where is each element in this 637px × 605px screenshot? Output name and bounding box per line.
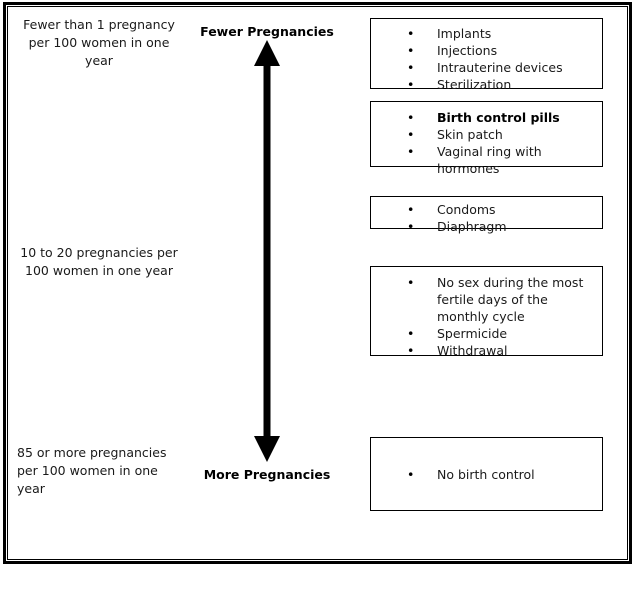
bullet-icon: • [407, 275, 415, 290]
method-list-4: • No sex during the most fertile days of … [371, 274, 602, 359]
bullet-icon: • [407, 467, 415, 482]
method-group-box-4: • No sex during the most fertile days of … [370, 266, 603, 359]
scale-label-moderately-effective: 10 to 20 pregnancies per 100 women in on… [20, 245, 178, 278]
bullet-icon: • [407, 219, 415, 234]
method-item-label: No birth control [437, 467, 535, 482]
method-list-5: • No birth control [371, 466, 602, 483]
bullet-icon: • [407, 202, 415, 217]
method-item: • No birth control [371, 466, 602, 483]
bullet-icon: • [407, 26, 415, 41]
method-item-label: Diaphragm [437, 219, 507, 234]
axis-caption-more-pregnancies: More Pregnancies [203, 467, 331, 482]
method-item-label: Intrauterine devices [437, 60, 563, 75]
bullet-icon: • [407, 60, 415, 75]
method-item-label: Injections [437, 43, 498, 58]
method-item: • Spermicide [371, 325, 602, 342]
method-item-label: Implants [437, 26, 492, 41]
method-group-box-3: • Condoms • Diaphragm [370, 196, 603, 234]
bullet-icon: • [407, 43, 415, 58]
outer-frame-border [3, 2, 632, 564]
method-item: • Birth control pills [371, 109, 602, 126]
method-group-box-2: • Birth control pills • Skin patch • Vaginal … [370, 101, 603, 176]
method-list-3: • Condoms • Diaphragm [371, 201, 602, 235]
method-item: • Injections [371, 42, 602, 59]
method-list-2: • Birth control pills • Skin patch • Vaginal … [371, 109, 602, 177]
bullet-icon: • [407, 77, 415, 92]
scale-label-least-effective: 85 or more pregnancies per 100 women in … [17, 445, 167, 496]
method-item: • No sex during the most fertile days of … [371, 274, 602, 325]
bullet-icon: • [407, 110, 415, 125]
method-item-label: Birth control pills [437, 110, 560, 125]
method-item: • Withdrawal [371, 342, 602, 359]
bullet-icon: • [407, 343, 415, 358]
method-item-label: No sex during the most fertile days of t… [437, 275, 584, 324]
method-item-label: Withdrawal [437, 343, 508, 358]
double-arrow-icon [240, 40, 294, 462]
scale-label-most-effective: Fewer than 1 pregnancy per 100 women in … [23, 17, 175, 68]
method-item: • Diaphragm [371, 218, 602, 235]
method-item: • Intrauterine devices [371, 59, 602, 76]
method-item-label: Spermicide [437, 326, 508, 341]
method-item-label: Condoms [437, 202, 496, 217]
method-item-label: Sterilization [437, 77, 512, 92]
axis-caption-fewer-pregnancies: Fewer Pregnancies [200, 24, 334, 39]
inner-frame-border [7, 6, 628, 560]
method-list-1: • Implants • Injections • Intrauterine device… [371, 25, 602, 93]
method-item: • Implants [371, 25, 602, 42]
method-item: • Condoms [371, 201, 602, 218]
method-item: • Vaginal ring with hormones [371, 143, 602, 177]
method-item: • Sterilization [371, 76, 602, 93]
bullet-icon: • [407, 144, 415, 159]
bullet-icon: • [407, 127, 415, 142]
method-item-label: Vaginal ring with hormones [437, 144, 542, 176]
method-group-box-5: • No birth control [370, 437, 603, 511]
method-item: • Skin patch [371, 126, 602, 143]
bullet-icon: • [407, 326, 415, 341]
method-item-label: Skin patch [437, 127, 503, 142]
method-group-box-1: • Implants • Injections • Intrauterine device… [370, 18, 603, 92]
